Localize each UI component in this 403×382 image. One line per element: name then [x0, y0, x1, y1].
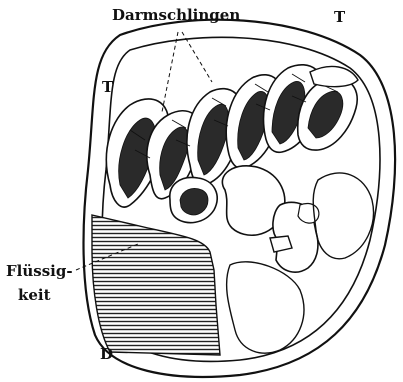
label-d-bottom: D: [100, 347, 113, 362]
label-t-left: T: [102, 80, 113, 95]
label-darmschlingen: Darmschlingen: [112, 8, 240, 23]
label-fluessigkeit-line1: Flüssig-: [6, 264, 73, 279]
label-t-top-right: T: [334, 10, 345, 25]
label-fluessigkeit-line2: keit: [18, 288, 51, 303]
spinal-canal: [298, 203, 319, 223]
